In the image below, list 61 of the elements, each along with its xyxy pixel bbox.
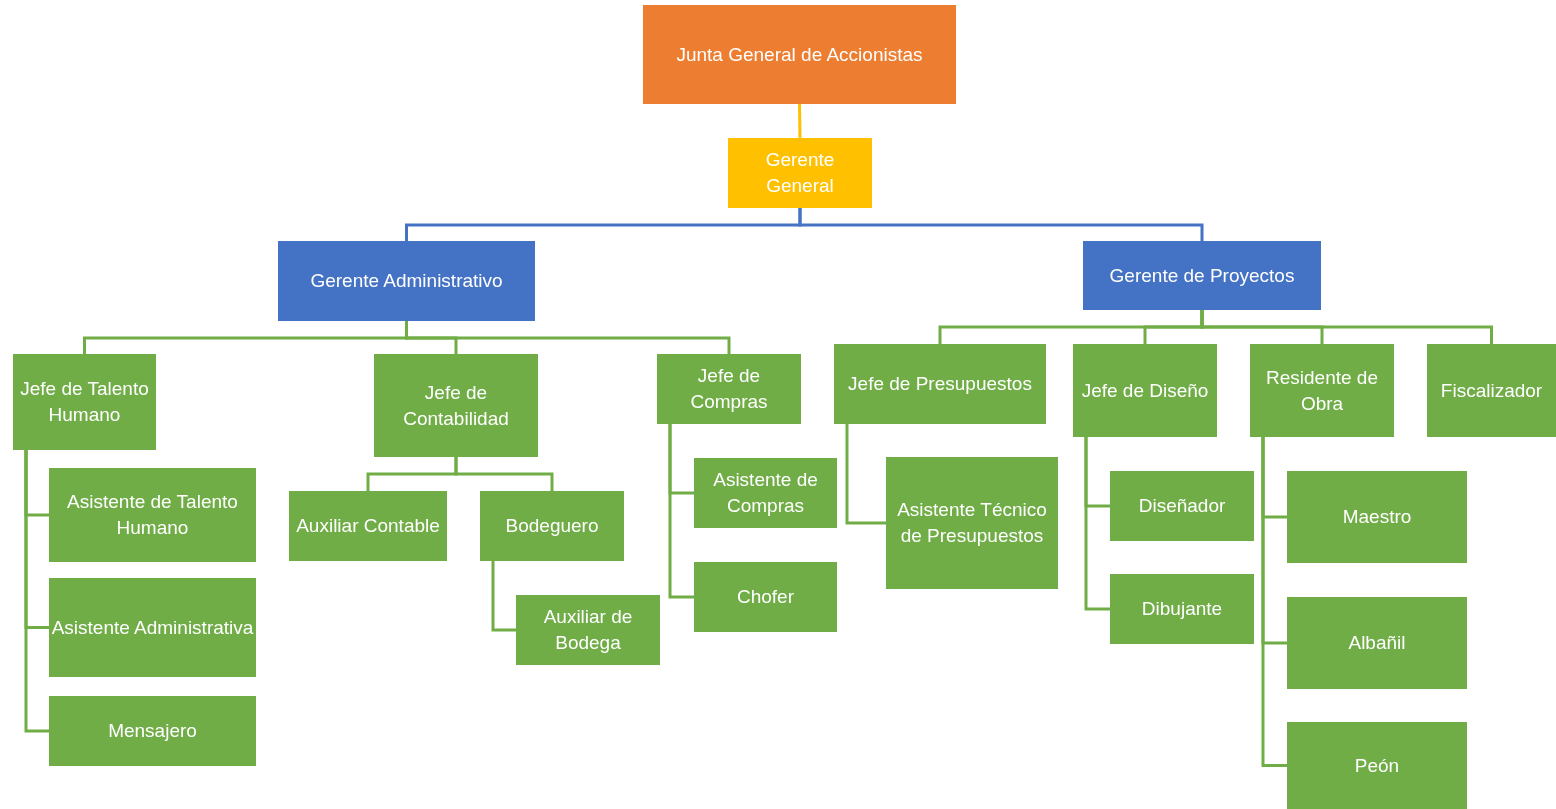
connector-line	[1084, 437, 1110, 611]
position-title: Diseñador	[1138, 494, 1226, 519]
connector-line	[798, 208, 1204, 241]
org-chart-box	[1250, 344, 1394, 437]
org-chart-box	[1287, 471, 1467, 563]
org-chart-box	[1110, 574, 1254, 644]
org-chart-box	[374, 354, 538, 457]
org-chart-box	[886, 457, 1058, 589]
position-title: Albañil	[1348, 631, 1406, 656]
connector-line	[24, 450, 49, 733]
position-title: Jefe de Presupuestos	[848, 372, 1032, 397]
connector-line	[668, 424, 694, 599]
org-chart-box	[289, 491, 447, 561]
position-title: Gerente Administrativo	[310, 269, 503, 294]
position-title: Fiscalizador	[1440, 378, 1543, 403]
position-title: Jefe de Talento Humano	[19, 377, 150, 427]
position-title: Bodeguero	[505, 514, 599, 539]
org-chart-box	[49, 578, 256, 677]
org-chart-box	[1073, 344, 1217, 437]
position-title: Dibujante	[1141, 597, 1223, 622]
connector-line	[405, 321, 731, 354]
org-chart-box	[49, 696, 256, 766]
org-chart-box	[49, 468, 256, 562]
position-title: Gerente de Proyectos	[1109, 263, 1295, 288]
org-chart-box	[480, 491, 624, 561]
connector-line	[798, 103, 802, 139]
connector-line	[454, 457, 554, 491]
position-title: Jefe de Compras	[689, 364, 769, 414]
org-chart-box	[657, 354, 801, 424]
org-chart-box	[516, 595, 660, 665]
connector-line	[845, 424, 886, 525]
org-chart-box	[1427, 344, 1556, 437]
position-title: Gerente General	[764, 148, 836, 198]
position-title: Peón	[1354, 753, 1400, 778]
org-chart-box	[1083, 241, 1321, 310]
org-chart-box	[694, 458, 837, 528]
position-title: Maestro	[1342, 505, 1412, 530]
org-chart-box	[643, 5, 956, 104]
position-title: Jefe de Contabilidad	[402, 380, 510, 431]
position-title: Residente de Obra	[1265, 365, 1379, 416]
position-title: Auxiliar de Bodega	[542, 605, 634, 655]
position-title: Asistente de Talento Humano	[66, 490, 239, 540]
org-chart-box	[278, 241, 535, 321]
org-chart-box	[1287, 597, 1467, 689]
connector-line	[491, 561, 516, 632]
position-title: Mensajero	[108, 719, 197, 744]
org-chart-box	[834, 344, 1046, 424]
connector-line	[1261, 437, 1287, 767]
org-chart-box	[13, 354, 156, 450]
position-title: Asistente de Compras	[712, 468, 819, 518]
org-chart-box	[694, 562, 837, 632]
position-title: Asistente Técnico de Presupuestos	[896, 498, 1048, 548]
position-title: Asistente Administrativa	[51, 615, 254, 640]
position-title: Jefe de Diseño	[1081, 378, 1209, 403]
connector-line	[1200, 310, 1493, 344]
position-title: Auxiliar Contable	[296, 514, 440, 539]
position-title: Chofer	[737, 585, 794, 610]
org-chart-box	[728, 138, 872, 208]
org-chart-box	[1110, 471, 1254, 541]
position-title: Junta General de Accionistas	[676, 42, 923, 67]
org-chart-box	[1287, 722, 1467, 809]
